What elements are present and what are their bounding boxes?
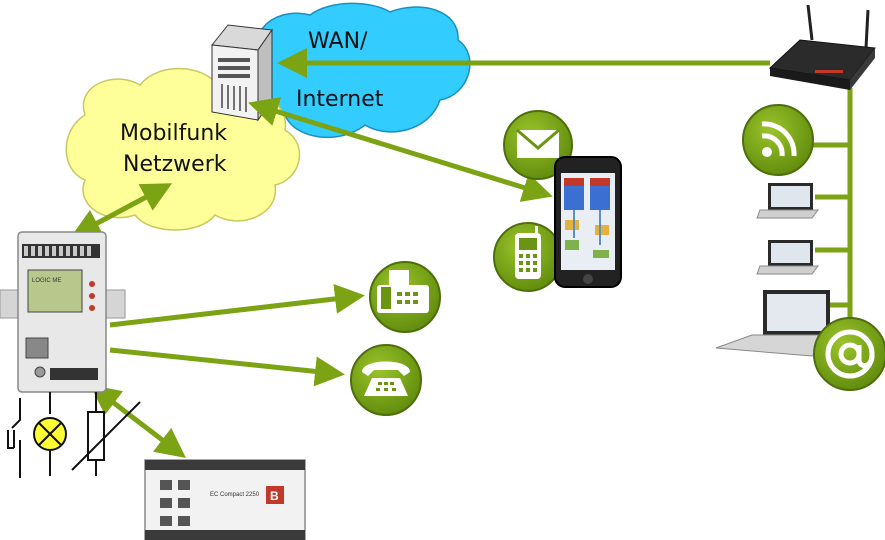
netzwerk-label: Netzwerk: [123, 152, 227, 177]
connection-lines: [70, 48, 853, 459]
internet-label: Internet: [296, 87, 384, 112]
electrical-symbols: [7, 392, 141, 478]
envelope-icon: [503, 110, 573, 180]
laptop-icon: [756, 240, 819, 275]
plc-brand-badge: B: [270, 489, 279, 503]
wan-label: WAN/: [308, 29, 368, 54]
controller-to-fax-arrow: [109, 283, 365, 328]
controller-to-plc-arrow: [90, 384, 186, 459]
controller-to-phone-arrow: [109, 347, 345, 387]
plc-module: EC Compact 2250 B: [144, 459, 306, 540]
mobilfunk-label: Mobilfunk: [120, 121, 227, 146]
router-icon: [768, 4, 876, 90]
wan-internet-cloud: WAN/ Internet: [254, 2, 471, 138]
laptop-icon: [756, 183, 819, 219]
fax-icon: [369, 261, 441, 333]
controller-lcd-text: LOGIC ME: [32, 278, 61, 284]
server-tower-icon: [211, 24, 273, 122]
server-to-smartphone-arrow: [248, 97, 553, 202]
rss-icon: [742, 104, 814, 176]
mobile-phone-icon: [493, 222, 563, 292]
plc-model-label: EC Compact 2250: [210, 492, 260, 498]
cloud-to-controller-arrow: [70, 183, 173, 238]
at-sign-icon: [813, 317, 885, 391]
din-rail-controller: LOGIC ME: [0, 231, 126, 393]
smartphone-device: [554, 156, 622, 288]
telephone-icon: [350, 344, 422, 416]
laptop-icon: [715, 290, 840, 357]
